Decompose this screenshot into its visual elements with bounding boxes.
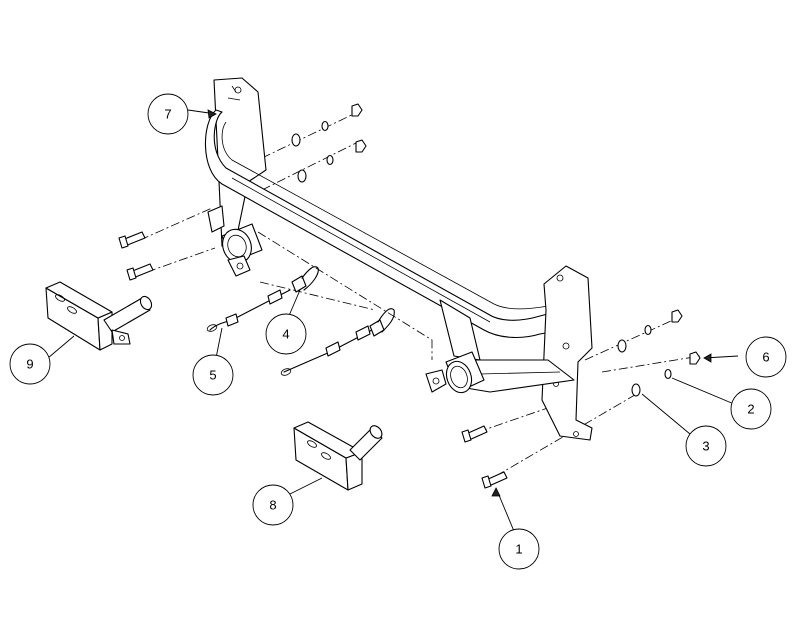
- callout-6: 6: [745, 336, 787, 378]
- callout-8: 8: [252, 484, 294, 526]
- callout-2: 2: [730, 388, 772, 430]
- pin-bracket-9: [45, 281, 153, 351]
- washer: [617, 339, 627, 353]
- main-frame: [204, 77, 593, 441]
- callout-4: 4: [265, 313, 307, 355]
- callout-3: 3: [685, 425, 727, 467]
- safety-cable-upper: [206, 266, 319, 332]
- callout-label: 7: [164, 107, 171, 122]
- leader-9: [47, 335, 75, 359]
- leader-2: [671, 377, 735, 405]
- callout-label: 2: [747, 402, 754, 417]
- callout-label: 3: [702, 439, 709, 454]
- upper-left-hardware: [291, 103, 367, 183]
- lock-washer: [644, 324, 652, 336]
- callout-label: 4: [282, 327, 289, 342]
- left-bolts: [118, 231, 154, 281]
- callout-1: 1: [498, 528, 540, 570]
- callout-label: 9: [26, 357, 33, 372]
- right-mount-plate: [541, 265, 593, 441]
- washer: [291, 133, 301, 147]
- lock-washer: [326, 154, 334, 166]
- callout-9: 9: [9, 343, 51, 385]
- hex-nut: [351, 103, 363, 117]
- callout-7: 7: [147, 93, 189, 135]
- leader-lines: [47, 109, 739, 537]
- pin-bracket-8: [293, 421, 383, 491]
- right-hardware: [461, 309, 701, 489]
- callout-label: 8: [269, 498, 276, 513]
- lock-washer: [321, 120, 329, 132]
- safety-cable-lower: [280, 308, 395, 376]
- hex-nut: [355, 139, 367, 153]
- hex-nut-part-6: [689, 351, 701, 365]
- leader-8: [289, 477, 323, 495]
- leader-3: [641, 393, 691, 435]
- leader-5: [215, 327, 223, 359]
- callout-label: 6: [762, 350, 769, 365]
- washer-part-3: [631, 383, 641, 397]
- leader-4: [287, 289, 301, 319]
- callout-label: 1: [515, 542, 522, 557]
- callout-5: 5: [192, 354, 234, 396]
- hex-nut: [671, 309, 683, 323]
- callout-label: 5: [209, 368, 216, 383]
- washer: [297, 169, 307, 183]
- lock-washer-part-2: [664, 368, 672, 380]
